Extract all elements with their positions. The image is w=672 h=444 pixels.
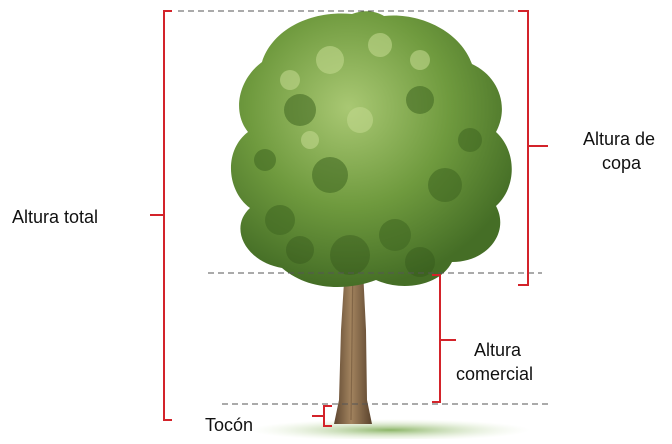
stump-label: Tocón xyxy=(205,414,253,436)
tree-crown xyxy=(231,11,512,287)
total-height-bracket xyxy=(150,11,172,420)
crown-height-bracket xyxy=(518,11,548,285)
commercial-height-bracket xyxy=(432,275,456,402)
commercial-height-label-line2: comercial xyxy=(456,363,533,385)
total-height-label: Altura total xyxy=(12,206,98,228)
crown-height-label-line1: Altura de xyxy=(583,128,655,150)
commercial-height-label-line1: Altura xyxy=(474,339,521,361)
grass-ground xyxy=(250,419,530,439)
crown-height-label-line2: copa xyxy=(602,152,641,174)
